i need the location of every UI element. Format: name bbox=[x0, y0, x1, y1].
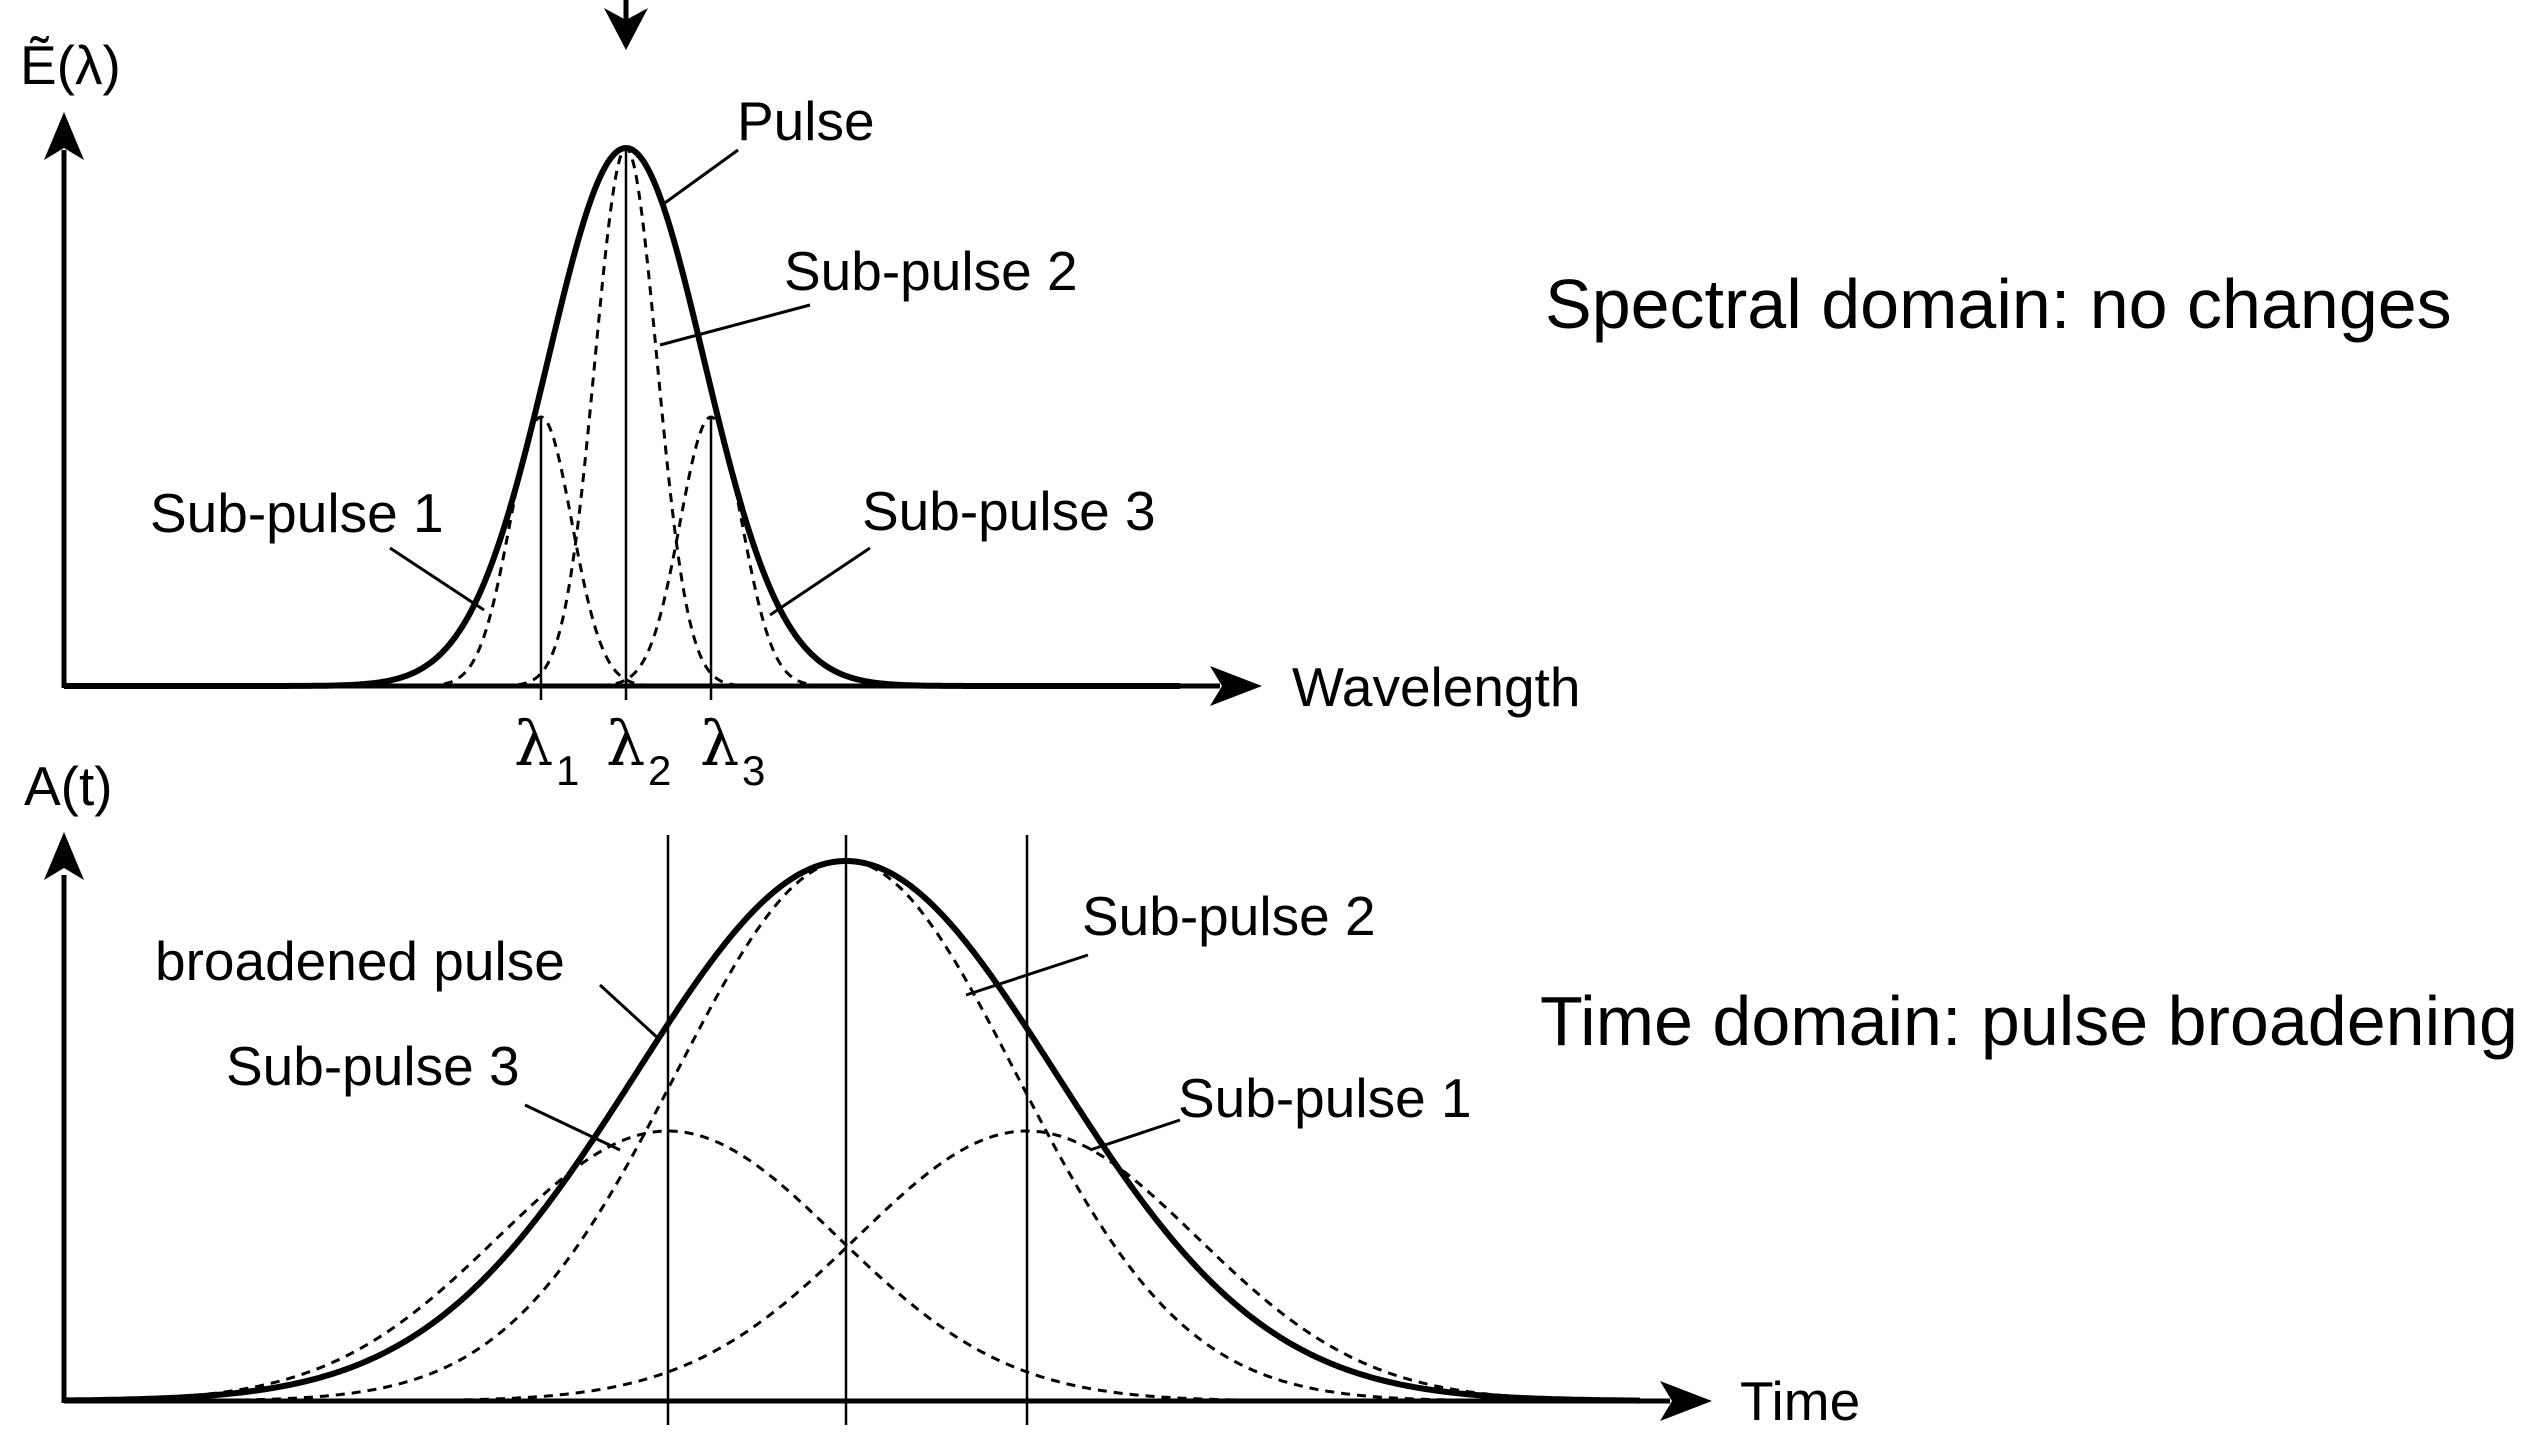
sub-pulse-2-label: Sub-pulse 2 bbox=[784, 240, 1078, 302]
svg-text:3: 3 bbox=[742, 747, 765, 794]
sub-pulse-2-leader bbox=[659, 303, 811, 347]
time-broadened-pulse-curve bbox=[64, 858, 1640, 1404]
time-caption: Time domain: pulse broadening bbox=[1540, 982, 2518, 1060]
pulse-leader bbox=[661, 148, 739, 207]
broadened-pulse-leader bbox=[598, 983, 662, 1042]
time-sub-pulse-3-label: Sub-pulse 3 bbox=[226, 1035, 520, 1097]
sub-pulse-3-label: Sub-pulse 3 bbox=[862, 480, 1156, 542]
svg-text:2: 2 bbox=[648, 747, 671, 794]
sub-pulse-1-label: Sub-pulse 1 bbox=[150, 482, 444, 544]
spectral-caption: Spectral domain: no changes bbox=[1545, 265, 2452, 343]
time-sub-pulse-3-curve bbox=[64, 1129, 1640, 1403]
lambda-2-marker: λ 2 bbox=[606, 707, 671, 794]
lambda-1-marker: λ 1 bbox=[514, 707, 579, 794]
time-sub-pulse-3-leader bbox=[524, 1103, 621, 1152]
sub-pulse-3-leader bbox=[769, 546, 871, 617]
broadened-pulse-label: broadened pulse bbox=[155, 930, 565, 992]
time-y-axis-label: A(t) bbox=[24, 755, 113, 817]
lambda-3-marker: λ 3 bbox=[700, 707, 765, 794]
time-x-axis-arrowhead bbox=[1660, 1381, 1712, 1421]
svg-text:λ: λ bbox=[514, 707, 553, 780]
time-sub-pulse-2-leader bbox=[965, 953, 1089, 997]
spectral-pulse-curve bbox=[64, 144, 1180, 689]
time-sub-pulse-1-curve bbox=[64, 1129, 1640, 1403]
svg-text:λ: λ bbox=[606, 707, 645, 780]
incoming-arrow-head bbox=[604, 8, 648, 50]
sub-pulse-1-leader bbox=[389, 546, 485, 612]
time-panel: A(t) broadened pulse Sub-pulse 2 Sub-pul… bbox=[24, 755, 2518, 1432]
time-sub-pulse-2-curve bbox=[64, 859, 1640, 1403]
time-curves bbox=[64, 858, 1640, 1404]
pulse-label: Pulse bbox=[737, 90, 875, 152]
spectral-curves bbox=[64, 144, 1180, 689]
time-sub-pulse-1-label: Sub-pulse 1 bbox=[1178, 1067, 1472, 1129]
svg-text:λ: λ bbox=[700, 707, 739, 780]
svg-text:1: 1 bbox=[556, 747, 579, 794]
spectral-y-axis-label: Ẽ(λ) bbox=[20, 34, 121, 96]
time-sub-pulse-2-label: Sub-pulse 2 bbox=[1082, 885, 1376, 947]
spectral-y-axis-arrowhead bbox=[44, 112, 84, 160]
spectral-x-axis-arrowhead bbox=[1210, 666, 1262, 706]
time-x-axis-label: Time bbox=[1740, 1370, 1860, 1432]
spectral-panel: Ẽ(λ) Pulse Sub-pulse 2 Sub-pulse 1 Sub-p… bbox=[20, 0, 2452, 794]
spectral-x-axis-label: Wavelength bbox=[1292, 656, 1580, 718]
time-y-axis-arrowhead bbox=[44, 832, 84, 880]
time-sub-pulse-1-leader bbox=[1089, 1118, 1181, 1152]
